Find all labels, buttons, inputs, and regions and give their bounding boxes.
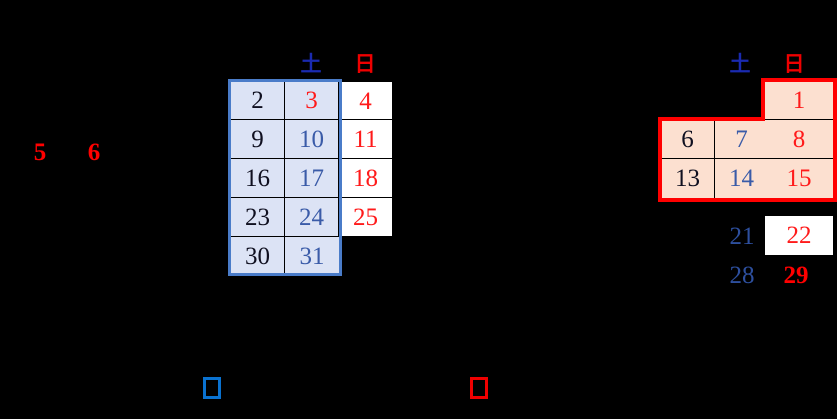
- right-loose-number-22: 22: [765, 216, 833, 255]
- left-cell-r2c1[interactable]: 17: [285, 159, 339, 198]
- right-highlight-edge-left-upper: [761, 78, 765, 120]
- left-cell-r2c0[interactable]: 16: [231, 159, 285, 198]
- right-cell-r1c2[interactable]: 8: [765, 120, 833, 159]
- right-cell-r0c2[interactable]: 1: [765, 81, 833, 120]
- left-cell-r0c0[interactable]: 2: [231, 81, 285, 120]
- right-header-saturday: 土: [729, 52, 751, 76]
- right-loose-number-28: 28: [729, 262, 755, 289]
- right-cell-r0c0: [661, 81, 715, 120]
- right-highlight-edge-top-left: [658, 117, 765, 121]
- legend-blue-square-icon: [203, 377, 221, 399]
- left-cell-r3c1[interactable]: 24: [285, 198, 339, 237]
- right-loose-number-29: 29: [783, 262, 809, 289]
- left-cell-r3c0[interactable]: 23: [231, 198, 285, 237]
- left-loose-number-6: 6: [87, 139, 101, 166]
- right-highlight-edge-bottom: [658, 198, 837, 202]
- left-cell-r1c0[interactable]: 9: [231, 120, 285, 159]
- left-cell-r1c2[interactable]: 11: [339, 120, 393, 159]
- right-cell-r2c1[interactable]: 14: [715, 159, 769, 198]
- right-loose-number-21: 21: [729, 223, 755, 250]
- right-cell-r2c0[interactable]: 13: [661, 159, 715, 198]
- left-cell-r0c2[interactable]: 4: [339, 81, 393, 120]
- right-cell-r2c2[interactable]: 15: [765, 159, 833, 198]
- left-header-sunday: 日: [354, 52, 376, 76]
- right-highlight-edge-right: [833, 78, 837, 202]
- left-cell-r4c1[interactable]: 31: [285, 237, 339, 276]
- left-cell-r3c2[interactable]: 25: [339, 198, 393, 237]
- right-highlight-edge-top-right: [761, 78, 837, 82]
- left-header-saturday: 土: [300, 52, 322, 76]
- left-cell-r4c0[interactable]: 30: [231, 237, 285, 276]
- left-cell-r0c1[interactable]: 3: [285, 81, 339, 120]
- left-loose-number-5: 5: [33, 139, 47, 166]
- right-highlight-edge-left-lower: [658, 117, 662, 202]
- left-cell-r1c1[interactable]: 10: [285, 120, 339, 159]
- left-cell-r2c2[interactable]: 18: [339, 159, 393, 198]
- right-cell-r1c0[interactable]: 6: [661, 120, 715, 159]
- legend-red-square-icon: [470, 377, 488, 399]
- left-cell-r4c2: [339, 237, 393, 276]
- right-cell-r1c1[interactable]: 7: [715, 120, 769, 159]
- right-header-sunday: 日: [783, 52, 805, 76]
